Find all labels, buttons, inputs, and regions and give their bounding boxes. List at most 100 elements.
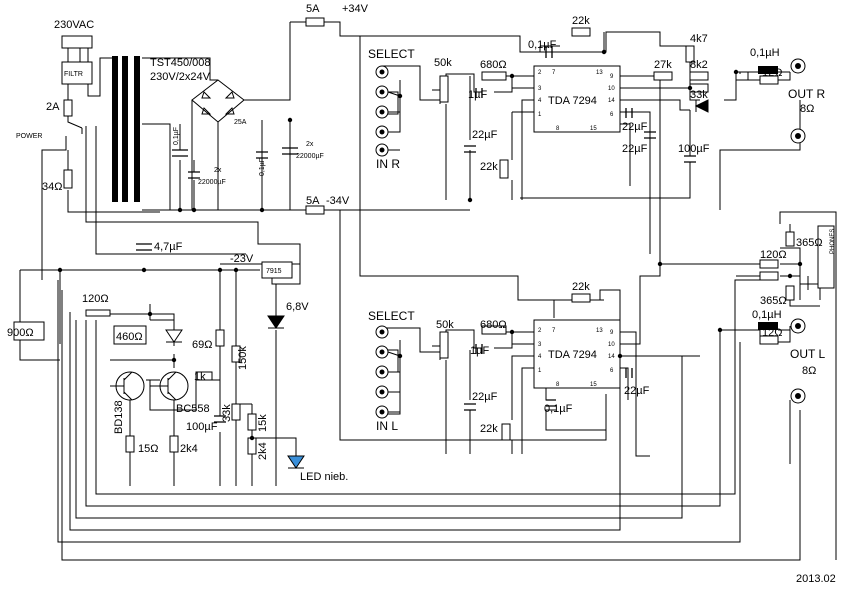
- label-1k: 1k: [194, 371, 206, 383]
- transistor-bc558: [150, 371, 189, 401]
- label-in-l: IN L: [376, 419, 398, 433]
- zener-diode: [267, 315, 285, 329]
- label-cap22-l: 22µF: [472, 391, 498, 403]
- label-cap-47: 4,7µF: [154, 241, 183, 253]
- pin-label: 2: [538, 328, 542, 334]
- label-transformer-model: TST450/008: [150, 57, 211, 69]
- label-bridge: 25A: [234, 119, 247, 126]
- pin-label: 9: [610, 330, 614, 336]
- label-cap22b-l: 22µF: [624, 385, 650, 397]
- label-cap22c-r: 22µF: [622, 143, 648, 155]
- input-jacks-l: [375, 325, 401, 419]
- pin-label: 7: [552, 70, 556, 76]
- label-led: LED nieb.: [300, 471, 348, 483]
- fuse-negative: [305, 205, 325, 215]
- led-indicator: [287, 455, 305, 469]
- pin-label: 13: [596, 328, 603, 334]
- output-jacks: [790, 58, 806, 404]
- label-cap22b-r: 22µF: [622, 121, 648, 133]
- label-22k-gnd-l: 22k: [480, 423, 498, 435]
- label-cap-qty-a: 2x: [214, 167, 222, 174]
- pin-label: 2: [538, 70, 542, 76]
- label-out-l: OUT L: [790, 347, 825, 361]
- tda7294-left: [533, 319, 621, 389]
- label-cap-in-r: 1µF: [468, 89, 487, 101]
- pin-label: 4: [538, 354, 542, 360]
- label-inductor-r: 0,1µH: [750, 47, 780, 59]
- label-fuse-2a: 2A: [46, 101, 60, 113]
- label-cap-22000-a: 22000µF: [198, 179, 226, 186]
- input-jacks-r: [375, 65, 401, 157]
- pin-label: 8: [556, 382, 560, 388]
- label-ic-r: TDA 7294: [548, 95, 597, 107]
- fuse-positive: [305, 17, 325, 27]
- label-cap-100: 100µF: [186, 421, 218, 433]
- label-27k-r: 27k: [654, 59, 672, 71]
- label-cap-in-l: 1µF: [470, 345, 489, 357]
- label-cap01-l: 0,1µF: [544, 403, 573, 415]
- label-in-r: IN R: [376, 157, 400, 171]
- capacitors: [136, 46, 696, 423]
- pin-label: 7: [552, 328, 556, 334]
- pin-label: 3: [538, 86, 542, 92]
- label-inductor-l: 0,1µH: [752, 309, 782, 321]
- label-4k7-r: 4k7: [690, 33, 708, 45]
- label-fuse-pos: 5A: [306, 3, 320, 15]
- label-33k-r: 33k: [690, 89, 708, 101]
- label-bd138: BD138: [113, 400, 125, 434]
- label-zener: 6,8V: [286, 301, 309, 313]
- label-680-l: 680Ω: [480, 319, 507, 331]
- inductors: [758, 66, 778, 330]
- pin-label: 10: [608, 342, 615, 348]
- label-phones-120: 120Ω: [760, 249, 787, 261]
- label-imp-l: 8Ω: [802, 365, 816, 377]
- label-460ohm: 460Ω: [116, 331, 143, 343]
- label-15k: 15k: [257, 414, 269, 432]
- label-12ohm-r: 12Ω: [762, 67, 782, 79]
- label-imp-r: 8Ω: [800, 103, 814, 115]
- potentiometers: [432, 75, 449, 359]
- diode-feedback: [694, 99, 709, 113]
- tda7294-right: [533, 65, 621, 133]
- pin-label: 8: [556, 126, 560, 132]
- pin-label: 15: [590, 126, 597, 132]
- label-mains: 230VAC: [54, 19, 94, 31]
- label-cap-22000-b: 22000µF: [296, 153, 324, 160]
- label-12ohm-l: 12Ω: [762, 327, 782, 339]
- diode-protection: [165, 329, 183, 343]
- label-bc558: BC558: [176, 403, 210, 415]
- label-out-r: OUT R: [788, 87, 825, 101]
- label-33k: 33k: [221, 404, 233, 422]
- label-rail-pos: +34V: [342, 3, 369, 15]
- pin-label: 6: [610, 368, 614, 374]
- pin-label: 15: [590, 382, 597, 388]
- label-rail-neg: -34V: [326, 195, 350, 207]
- label-cap100-r: 100µF: [678, 143, 710, 155]
- pin-label: 1: [538, 112, 542, 118]
- pin-label: 10: [608, 86, 615, 92]
- label-cap-qty-b: 2x: [306, 141, 314, 148]
- label-15ohm: 15Ω: [138, 443, 158, 455]
- pin-label: 4: [538, 98, 542, 104]
- transistor-bd138: [110, 371, 145, 401]
- label-select-r: SELECT: [368, 47, 415, 61]
- pin-label: 14: [608, 354, 615, 360]
- pin-label: 1: [538, 368, 542, 374]
- label-transformer-rating: 230V/2x24V: [150, 71, 211, 83]
- label-680-r: 680Ω: [480, 59, 507, 71]
- regulator-7915: [261, 261, 293, 279]
- label-pot-l: 50k: [436, 319, 454, 331]
- label-22k-fb-r: 22k: [572, 15, 590, 27]
- label-34ohm: 34Ω: [42, 181, 62, 193]
- label-cap-01b: 0,1µF: [259, 158, 266, 176]
- label-cap01-r: 0,1µF: [528, 39, 557, 51]
- label-fuse-neg: 5A: [306, 195, 320, 207]
- mains-filter: [61, 61, 93, 85]
- pin-label: 13: [596, 70, 603, 76]
- label-22k-gnd-r: 22k: [480, 161, 498, 173]
- transformer: [112, 56, 140, 202]
- pin-label: 6: [610, 112, 614, 118]
- wires: [19, 21, 837, 561]
